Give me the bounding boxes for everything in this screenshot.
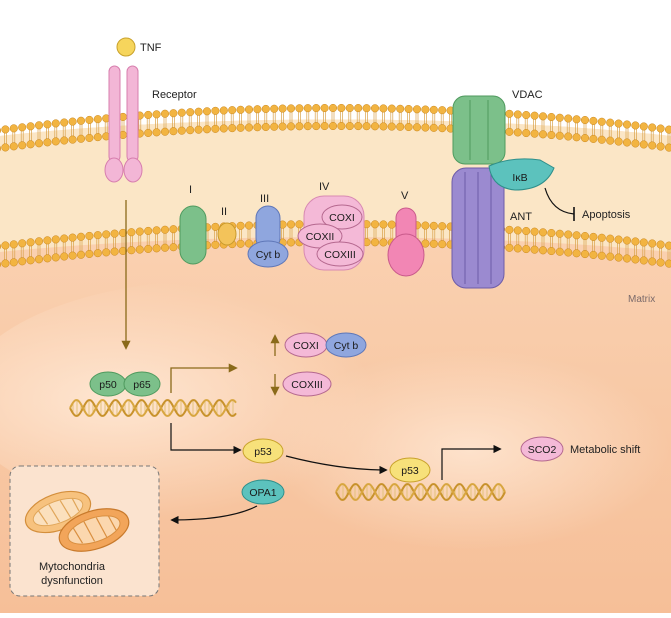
opa1-to-mito-arrow [170,505,258,525]
p53-to-dna-arrow [285,455,388,475]
receptor-chain-left [108,65,121,163]
dna-helix-2 [335,483,506,501]
coxi-subunit: COXI [329,212,355,224]
p65-label: p65 [133,379,151,391]
complex-i: I [179,184,207,265]
complex-iii-label: III [260,193,269,205]
coxiii-down-node [282,371,332,397]
complex-i-label: I [189,184,192,196]
mitochondrion-front [58,508,130,552]
receptor-label: Receptor [152,89,197,101]
ant-label: ANT [510,211,532,223]
ant: ANT [451,167,532,289]
dna-helix-1 [69,399,237,417]
sco2-node [520,436,564,462]
cytb-up-label: Cyt b [334,340,359,352]
ikb: IκB Apoptosis [488,158,631,221]
complex-ii-label: II [221,206,227,218]
complex-v-label: V [401,190,409,202]
cytb-up-node [325,332,367,358]
vdac-label: VDAC [512,89,543,101]
coxii-subunit: COXII [306,231,335,243]
tnf-label: TNF [140,42,162,54]
mito-label-line1: Mytochondria [39,561,106,573]
vdac: VDAC [452,89,543,165]
p53-node [242,438,284,464]
receptor-chain-right [126,65,139,163]
p50-p65-complex: p50 p65 [89,371,161,397]
p53-bound-label: p53 [401,465,419,477]
complex-v: V [387,190,425,277]
tnf-ligand [116,37,136,57]
dna-to-p53-arrow [170,423,242,455]
coxiii-down-label: COXIII [291,379,323,391]
opa1-label: OPA1 [249,487,276,499]
complex-iv: IV COXI COXII COXIII [297,181,365,271]
p50-label: p50 [99,379,117,391]
tnf-receptor: TNF Receptor [104,37,197,183]
mito-label-line2: dysnfunction [41,575,103,587]
complex-ii: II [217,206,237,246]
ikb-label: IκB [512,172,527,184]
transcription-arrow [170,363,238,393]
p53-to-sco2-arrow [441,444,502,480]
p53-label: p53 [254,446,272,458]
coxi-up-label: COXI [293,340,319,352]
opa1-node [241,479,285,505]
sco2-label: SCO2 [528,444,557,456]
ikb-inhibit-line [544,187,575,215]
mitochondria-dysfunction-box: Mytochondria dysnfunction [9,465,160,597]
metabolic-shift-label: Metabolic shift [570,444,640,456]
matrix-label: Matrix [628,294,655,305]
coxiii-subunit: COXIII [324,249,356,261]
complex-iii: III Cyt b [247,193,289,268]
p53-bound-node [389,457,431,483]
cytb-subunit: Cyt b [256,249,281,261]
apoptosis-label: Apoptosis [582,209,631,221]
complex-iv-label: IV [319,181,330,193]
